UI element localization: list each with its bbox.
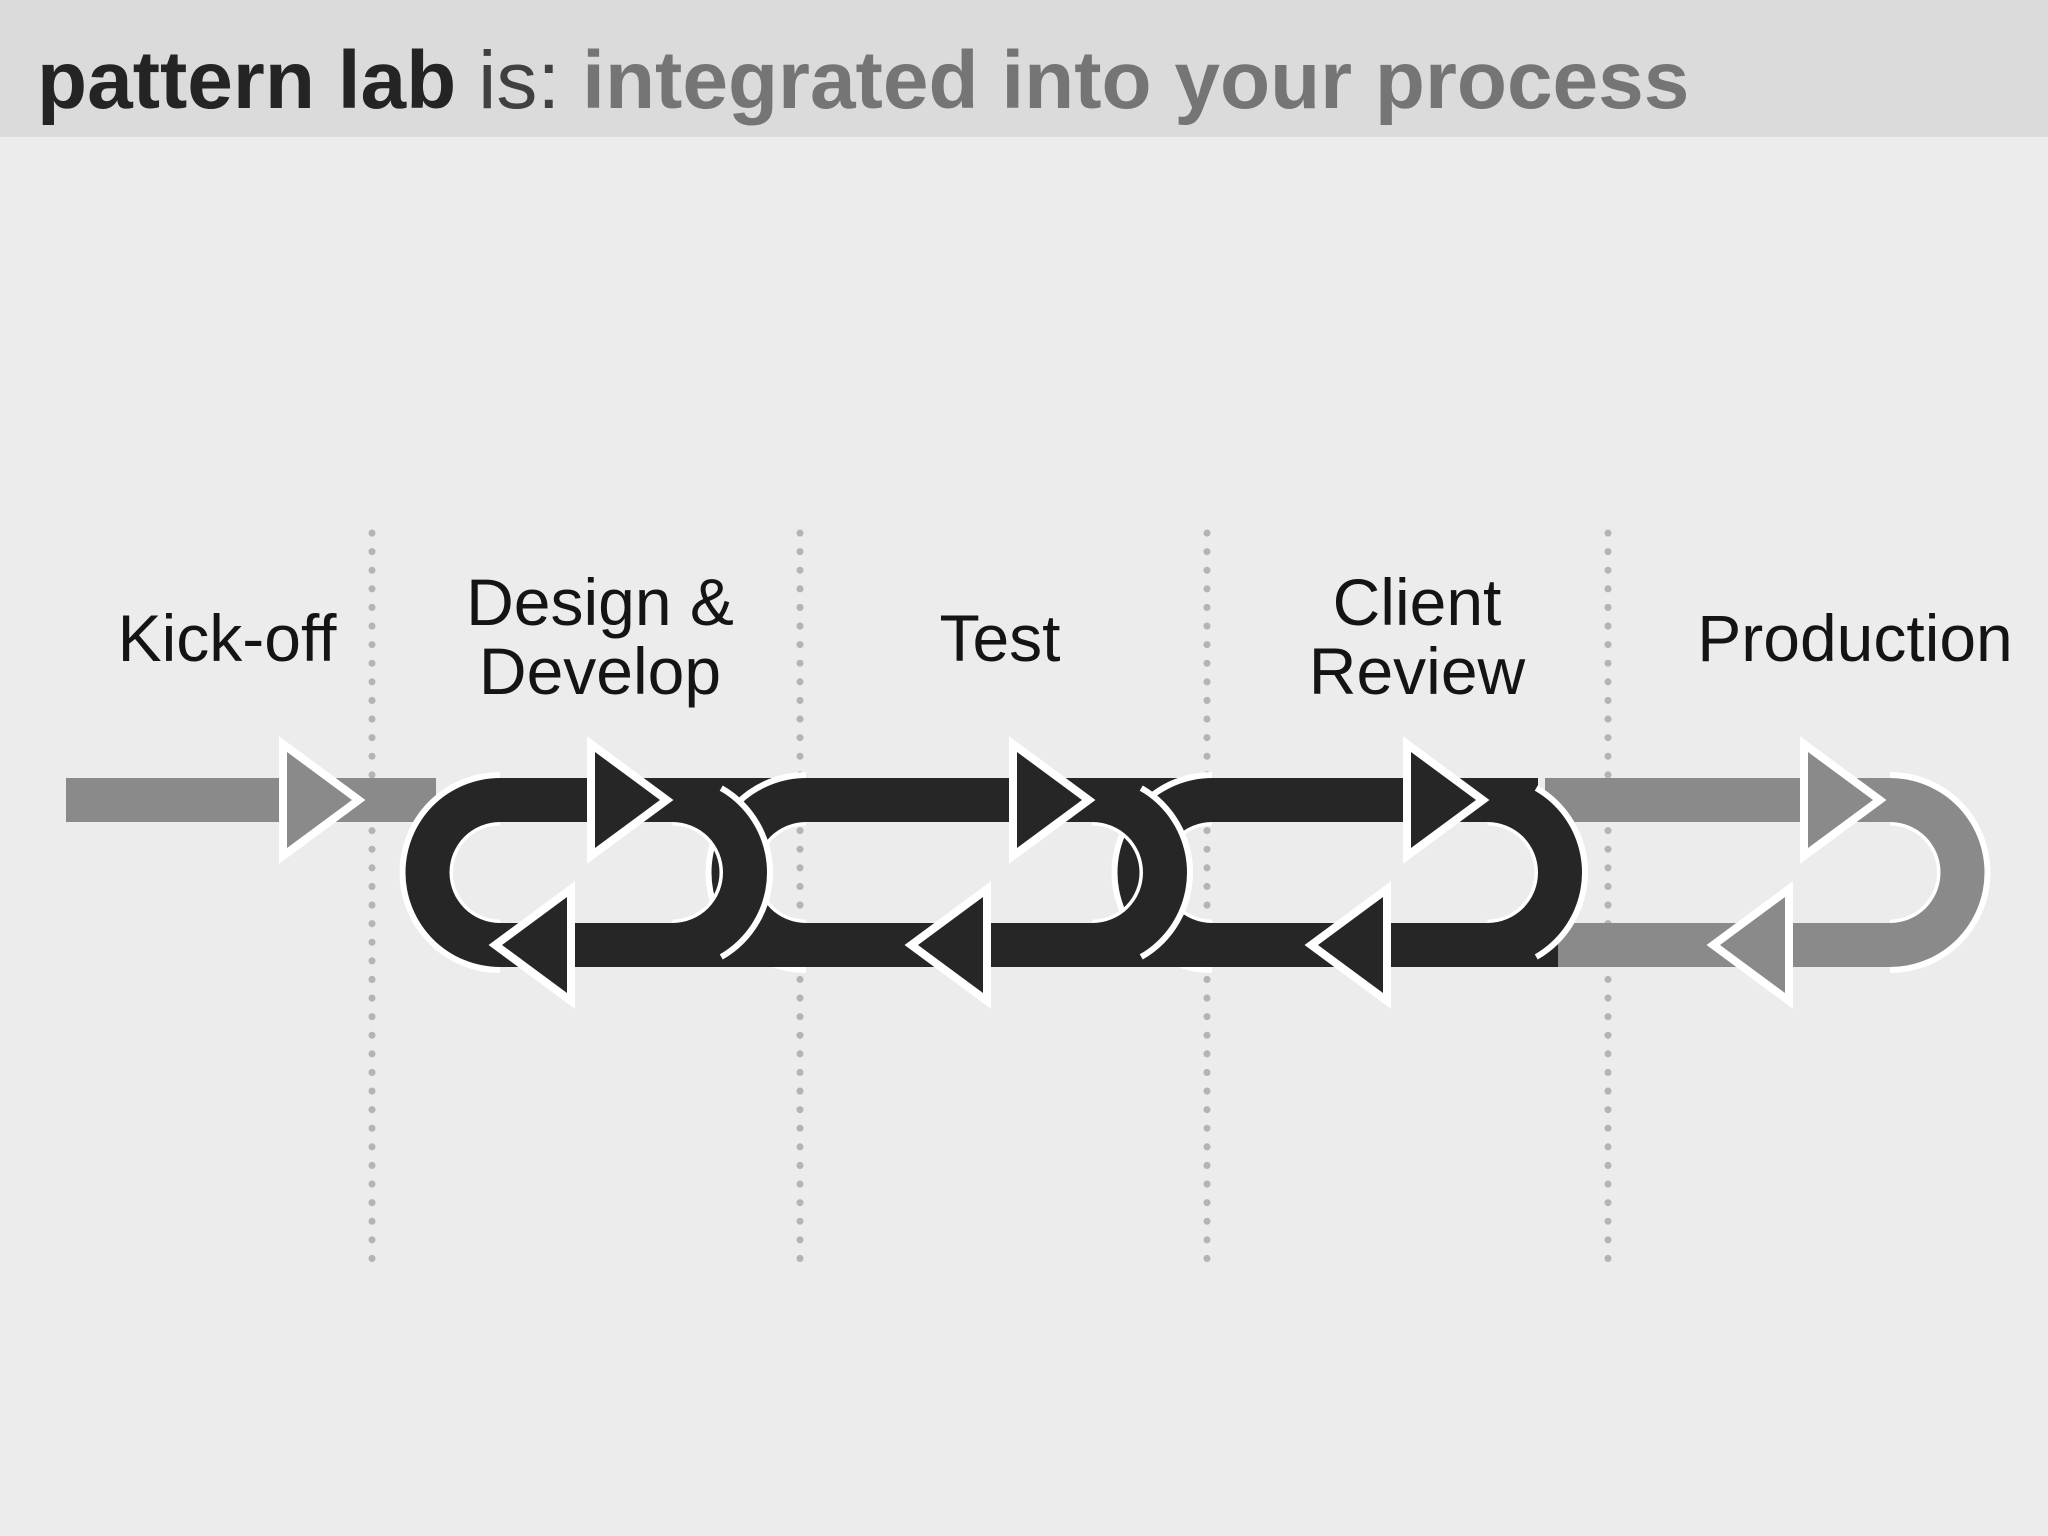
- arrowhead-test-back-icon: [904, 881, 991, 1009]
- brand-name: pattern lab: [37, 35, 457, 126]
- stage-label-line: Test: [939, 601, 1061, 675]
- stage-label-line: Production: [1697, 601, 2013, 675]
- arrowhead-client-review-back-icon: [1304, 881, 1391, 1009]
- stage-label-design-develop: Design & Develop: [466, 568, 734, 706]
- loop-test-right-curve: [1092, 778, 1193, 967]
- kickoff-arrow-shaft: [66, 778, 436, 822]
- arrowhead-production-forward-icon: [1800, 736, 1887, 864]
- stage-label-test: Test: [939, 604, 1060, 673]
- header-bar: pattern lab is: integrated into your proce…: [0, 0, 2048, 137]
- loop-design-develop-right-curve: [672, 778, 773, 967]
- arrowhead-test-forward-icon: [1009, 736, 1096, 864]
- stage-label-line: Client: [1332, 565, 1502, 639]
- bottom-lane: [500, 923, 1558, 967]
- arrowhead-production-back-icon: [1706, 881, 1793, 1009]
- iteration-ribbon: [399, 772, 1588, 973]
- arrowhead-design-develop-back-icon: [488, 881, 575, 1009]
- title-connector: is:: [478, 35, 561, 126]
- stage-label-kick-off: Kick-off: [118, 604, 337, 673]
- stage-label-production: Production: [1697, 604, 2013, 673]
- stage-label-line: Review: [1308, 634, 1526, 708]
- stage-label-client-review: Client Review: [1309, 568, 1525, 706]
- stage-label-line: Design &: [466, 565, 734, 639]
- arrowhead-design-develop-forward-icon: [587, 736, 674, 864]
- stage-label-line: Develop: [478, 634, 722, 708]
- stage-label-line: Kick-off: [117, 601, 337, 675]
- stage-separators: [368, 529, 1612, 1272]
- arrowhead-client-review-forward-icon: [1403, 736, 1490, 864]
- loop-client-review-right-curve: [1487, 778, 1588, 967]
- title-headline: integrated into your process: [582, 35, 1690, 126]
- page-title: pattern lab is: integrated into your proce…: [37, 12, 1689, 149]
- arrowheads: [279, 736, 1887, 1009]
- loop-design-develop-left-curve: [399, 772, 501, 973]
- arrowhead-kickoff-icon: [279, 736, 366, 864]
